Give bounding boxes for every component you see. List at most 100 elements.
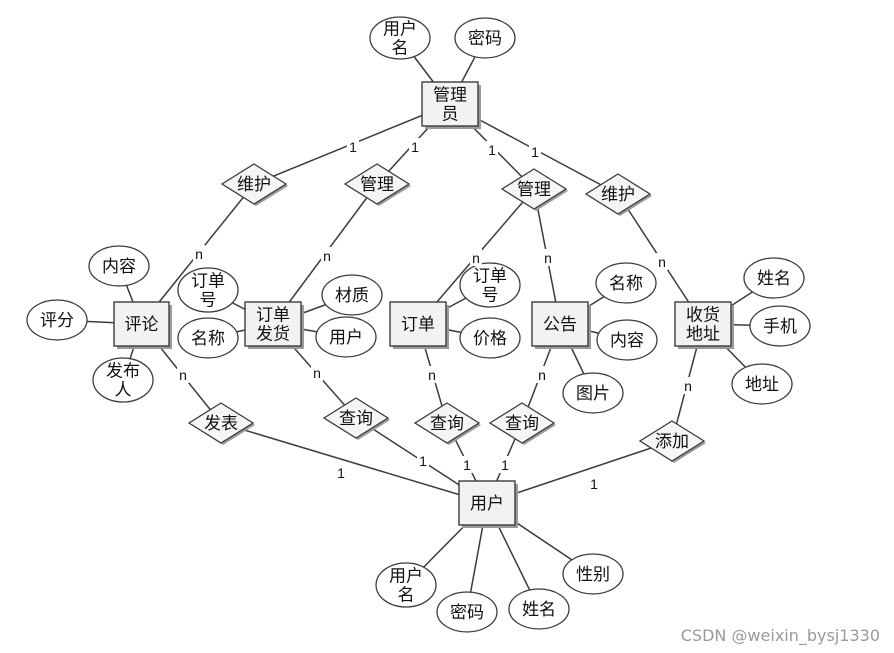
attribute-address-phone-text-0: 手机 [763,317,797,337]
attribute-comment-publisher[interactable]: 发布人 [92,357,154,403]
attribute-admin-password-text-0: 密码 [468,29,502,49]
entity-order[interactable]: 订单 [389,301,449,349]
relationship-rel-maintain-1[interactable]: 维护 [220,163,288,206]
attribute-notice-name[interactable]: 名称 [595,262,657,304]
attribute-ellipse [92,357,154,403]
entity-address-text-1: 地址 [686,325,720,345]
entity-shipping-text-0: 订单 [256,306,290,326]
attribute-user-gender[interactable]: 性别 [562,553,624,595]
attribute-address-name-text-0: 姓名 [757,269,791,289]
cardinality-background [536,366,548,383]
attribute-ellipse [88,245,150,287]
relationship-label: 查询 [339,409,373,429]
cardinality-admin-maintain-2: 1 [531,144,539,160]
attribute-comment-content[interactable]: 内容 [88,245,150,287]
attribute-user-name[interactable]: 姓名 [508,588,570,630]
attribute-ellipse [454,17,516,59]
cardinality-background [409,138,421,155]
entity-order-text-0: 订单 [401,315,435,335]
attribute-ellipse [595,262,657,304]
attribute-order-price[interactable]: 价格 [459,317,521,359]
entity-notice[interactable]: 公告 [531,301,591,349]
attribute-shipping-orderno[interactable]: 订单号 [177,267,239,313]
entity-comment[interactable]: 评论 [113,301,172,349]
relationship-label: 维护 [237,175,271,195]
cardinality-shipping-query: n [313,365,321,381]
attribute-ellipse [375,562,437,608]
cardinality-background [417,452,429,469]
entity-box [389,301,447,347]
cardinality-user-query-3: 1 [501,457,509,473]
attribute-user-name-text-0: 姓名 [522,600,556,620]
relationship-diamond [343,163,411,205]
relationship-diamond [187,402,255,444]
attribute-notice-name-text-0: 名称 [609,274,643,294]
cardinality-comment-publish: n [179,367,187,383]
relationship-diamond [638,420,706,462]
attribute-ellipse [177,317,239,359]
relationship-rel-query-2[interactable]: 查询 [413,402,481,445]
relationship-diamond [220,163,288,205]
relationship-label: 管理 [360,175,394,195]
attribute-shipping-name[interactable]: 名称 [177,317,239,359]
cardinality-notice-manage: n [544,250,552,266]
attribute-user-gender-text-0: 性别 [576,565,610,585]
attribute-user-password[interactable]: 密码 [436,591,498,633]
relationship-rel-query-3[interactable]: 查询 [488,402,556,445]
attribute-admin-username[interactable]: 用户名 [369,16,431,60]
attribute-notice-image[interactable]: 图片 [562,372,624,414]
attribute-ellipse [731,363,793,405]
attribute-shipping-material[interactable]: 材质 [321,274,383,316]
entity-box [674,301,732,347]
attribute-ellipse [743,257,805,299]
attribute-address-address[interactable]: 地址 [731,363,793,405]
cardinality-address-add: n [684,378,692,394]
relationship-rel-query-1[interactable]: 查询 [322,397,390,440]
relationship-label: 查询 [505,414,539,434]
cardinality-user-add: 1 [590,476,598,492]
connector-line [220,422,488,504]
relationship-rel-manage-2[interactable]: 管理 [500,168,568,211]
attribute-address-address-text-0: 地址 [745,375,779,395]
attribute-order-orderno-text-1: 号 [482,286,499,306]
attribute-comment-content-text-0: 内容 [102,257,136,277]
attribute-admin-password[interactable]: 密码 [454,17,516,59]
attribute-notice-image-text-0: 图片 [576,384,610,404]
entity-box [113,301,170,347]
relationship-rel-maintain-2[interactable]: 维护 [584,173,652,216]
relationship-diamond [413,402,481,444]
attribute-address-phone[interactable]: 手机 [749,305,811,347]
watermark: CSDN @weixin_bysj1330 [680,626,880,645]
attribute-notice-content[interactable]: 内容 [596,319,658,361]
attribute-ellipse [508,588,570,630]
attribute-order-orderno[interactable]: 订单号 [459,262,521,308]
cardinality-admin-manage-2: 1 [488,142,496,158]
entity-box [531,301,589,347]
cardinality-background [347,138,359,155]
attribute-comment-rating[interactable]: 评分 [26,299,88,341]
entity-admin[interactable]: 管理员 [421,81,481,129]
attribute-shipping-user[interactable]: 用户 [315,316,377,358]
attribute-ellipse [436,591,498,633]
entity-user[interactable]: 用户 [458,480,518,528]
attribute-user-username[interactable]: 用户名 [375,562,437,608]
cardinality-background [321,247,333,264]
relationship-rel-publish[interactable]: 发表 [187,402,255,445]
cardinality-background [542,249,554,266]
attribute-admin-username-text-0: 用户 [383,20,417,40]
relationship-rel-manage-1[interactable]: 管理 [343,163,411,206]
attribute-comment-publisher-text-0: 发布 [106,362,140,382]
relationship-diamond [584,173,652,215]
cardinality-background [656,253,668,270]
cardinality-order-manage: n [472,250,480,266]
cardinality-background [177,366,189,383]
relationship-label: 维护 [601,185,635,205]
entity-shipping-text-1: 发货 [256,325,290,345]
attribute-ellipse [459,317,521,359]
attribute-address-name[interactable]: 姓名 [743,257,805,299]
cardinality-background [470,249,482,266]
relationship-rel-add[interactable]: 添加 [638,420,706,463]
cardinality-background [335,464,347,481]
